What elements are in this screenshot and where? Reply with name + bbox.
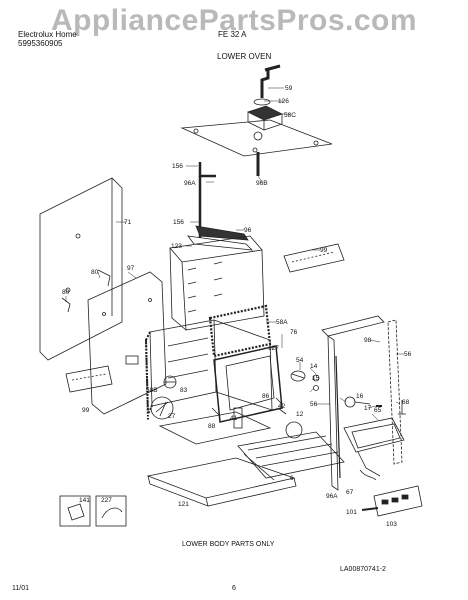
callout-127: 127	[268, 345, 279, 352]
callout-76: 76	[290, 329, 298, 336]
trim-99-top	[283, 243, 345, 273]
callout-96b: 96B	[256, 180, 268, 187]
bottom-panel-88	[158, 411, 272, 445]
vent-96	[187, 225, 254, 251]
oven-box-123	[169, 235, 265, 331]
callout-6: 6	[290, 475, 294, 482]
callout-12: 12	[296, 411, 304, 418]
callout-227: 227	[101, 497, 112, 504]
part-68	[398, 400, 406, 415]
callout-86-right: 86	[262, 393, 270, 400]
lower-body-note: LOWER BODY PARTS ONLY	[182, 541, 275, 548]
callout-83: 83	[180, 387, 188, 394]
part-14	[312, 374, 320, 382]
drawer-121	[146, 457, 297, 507]
callout-98: 98	[364, 337, 372, 344]
callout-121: 121	[178, 501, 189, 508]
callout-71: 71	[124, 219, 132, 226]
callout-15: 15	[312, 375, 320, 382]
detail-box-227	[95, 495, 127, 527]
callout-67: 67	[346, 489, 354, 496]
panel-103	[373, 485, 423, 517]
callout-126: 126	[278, 98, 289, 105]
part-15	[313, 385, 319, 391]
callout-156-lower: 156	[173, 219, 184, 226]
callout-58a: 58A	[276, 319, 288, 326]
callout-41: 41	[230, 415, 238, 422]
part-42	[277, 407, 287, 415]
part-12	[285, 421, 303, 439]
callout-labels: 59 126 58C 156 96A 96B 71 156 96 123 99 …	[62, 85, 412, 528]
wire-67	[359, 469, 377, 481]
detail-box-141	[59, 495, 91, 527]
callout-56-right: 56	[404, 351, 412, 358]
part-101	[361, 507, 379, 511]
callout-101: 101	[346, 509, 357, 516]
catalyst-58c	[246, 105, 284, 131]
ring-126	[253, 98, 271, 106]
part-86-left	[211, 407, 221, 417]
callout-123: 123	[171, 243, 182, 250]
callout-80-upper: 80	[91, 269, 99, 276]
trim-56-side	[335, 355, 341, 479]
section-title: LOWER OVEN	[217, 52, 272, 61]
callout-14: 14	[310, 363, 318, 370]
watermark: AppliancePartsPros.com	[50, 4, 418, 37]
sensor-16	[344, 396, 371, 408]
callout-58b: 58B	[146, 387, 158, 394]
callout-88: 88	[208, 423, 216, 430]
callout-27: 27	[168, 413, 176, 420]
gasket-58a	[208, 304, 272, 358]
callout-99-top: 99	[320, 247, 328, 254]
callout-17: 17	[364, 405, 372, 412]
top-plate	[180, 119, 333, 157]
hinge-41	[233, 407, 243, 429]
figure-id: LA00870741-2	[340, 566, 386, 573]
light-assembly-83	[163, 375, 177, 389]
page-number: 6	[232, 585, 236, 592]
callout-97: 97	[127, 265, 135, 272]
callout-156-upper: 156	[172, 163, 183, 170]
bake-element-65	[343, 417, 405, 477]
callout-54: 54	[296, 357, 304, 364]
callout-99-bottom: 99	[82, 407, 90, 414]
callout-58c: 58C	[284, 112, 296, 119]
leader-lines	[65, 87, 404, 421]
switch-54	[290, 370, 306, 382]
panel-97	[87, 271, 167, 415]
trim-99-bottom	[65, 365, 113, 393]
callout-16: 16	[356, 393, 364, 400]
lamp-27	[150, 396, 174, 420]
rail-56	[387, 319, 403, 465]
revision-date: 11/01	[12, 585, 29, 592]
bracket-80-upper	[97, 269, 111, 287]
vent-duct-96a	[198, 162, 216, 238]
oven-rack-6	[237, 431, 345, 481]
part-86-right	[275, 397, 283, 405]
callout-103: 103	[386, 521, 397, 528]
callout-65: 65	[374, 407, 382, 414]
bracket-80-lower	[61, 297, 71, 313]
callout-96a: 96A	[184, 180, 196, 187]
brand-label: Electrolux Home	[18, 30, 77, 39]
model-number: FE 32 A	[218, 30, 247, 39]
publication-number: 5995360905	[18, 39, 63, 48]
tube-59	[260, 64, 281, 98]
callout-56-mid: 56	[310, 401, 318, 408]
oven-liner	[144, 319, 273, 415]
gasket-58b	[145, 339, 149, 421]
callout-96a-lower: 96A	[326, 493, 338, 500]
callout-141: 141	[79, 497, 90, 504]
door-frame-76	[213, 345, 283, 423]
callout-80-lower: 80	[62, 289, 70, 296]
callout-59: 59	[285, 85, 293, 92]
side-panel-71	[39, 177, 123, 361]
callout-68: 68	[402, 399, 410, 406]
callout-42: 42	[278, 403, 286, 410]
callout-96: 96	[244, 227, 252, 234]
frame-98	[321, 315, 385, 491]
